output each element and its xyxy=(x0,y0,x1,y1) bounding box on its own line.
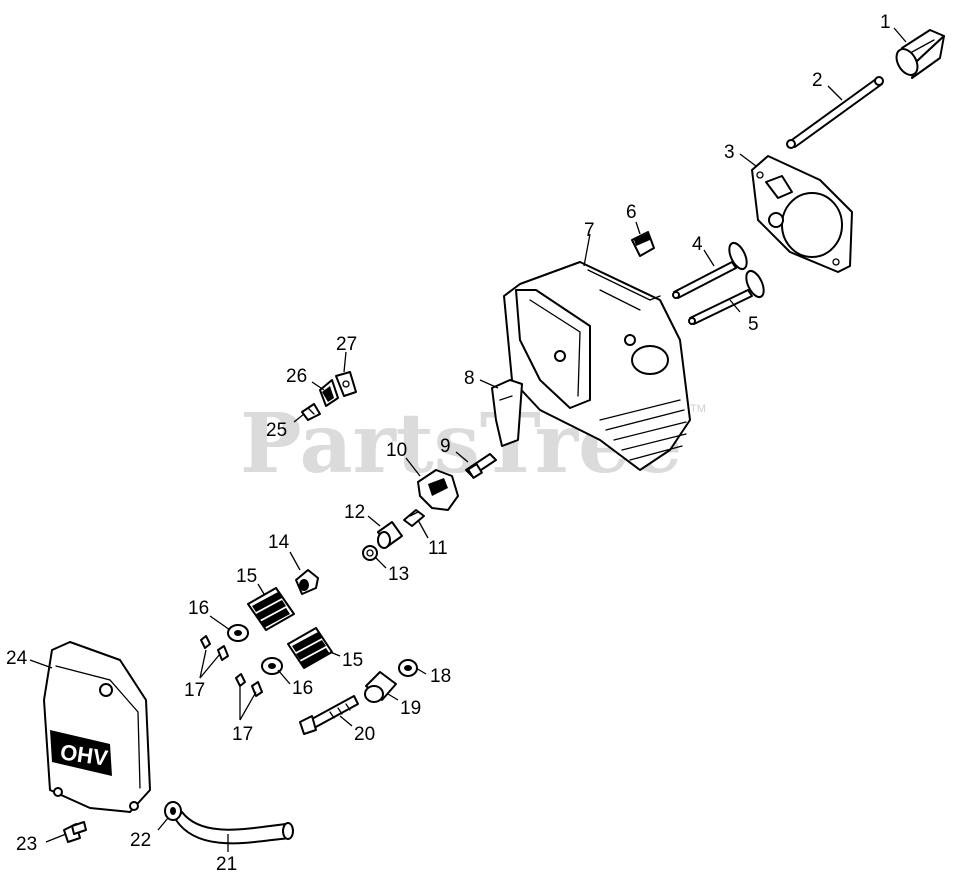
callout-4: 4 xyxy=(692,234,703,255)
part-2-push-rod[interactable] xyxy=(786,76,884,149)
callout-7: 7 xyxy=(584,220,595,241)
part-6-valve-seal[interactable] xyxy=(631,231,655,257)
part-17-valve-keeper[interactable] xyxy=(200,635,229,661)
part-11-pivot[interactable] xyxy=(403,509,425,527)
callout-13: 13 xyxy=(388,564,409,585)
callout-22: 22 xyxy=(130,830,151,851)
callout-2: 2 xyxy=(812,70,823,91)
callout-3: 3 xyxy=(724,142,735,163)
part-15-valve-spring[interactable] xyxy=(247,587,295,631)
callouts: 1 2 3 4 5 6 7 8 9 10 11 12 13 14 15 15 1… xyxy=(6,12,891,875)
part-27-clip[interactable] xyxy=(335,371,357,397)
callout-17-a: 17 xyxy=(184,680,205,701)
callout-12: 12 xyxy=(344,502,365,523)
callout-25: 25 xyxy=(266,420,287,441)
part-20-bolt[interactable] xyxy=(299,695,359,735)
callout-5: 5 xyxy=(748,314,759,335)
callout-15-b: 15 xyxy=(342,650,363,671)
part-16-spring-retainer-lower[interactable] xyxy=(261,657,283,675)
callout-16-a: 16 xyxy=(188,598,209,619)
callout-21: 21 xyxy=(216,854,237,875)
part-25-screw[interactable] xyxy=(301,403,321,421)
part-12-valve-cap[interactable] xyxy=(377,521,403,549)
callout-18: 18 xyxy=(430,666,451,687)
callout-1: 1 xyxy=(880,12,891,33)
part-13-valve-cap[interactable] xyxy=(362,545,378,561)
callout-9: 9 xyxy=(440,436,451,457)
part-15-valve-spring-lower[interactable] xyxy=(287,627,333,669)
part-5-valve[interactable] xyxy=(688,268,767,325)
part-23-screw[interactable] xyxy=(63,821,87,843)
callout-6: 6 xyxy=(626,202,637,223)
part-9-stud[interactable] xyxy=(465,453,497,479)
part-24-valve-cover[interactable] xyxy=(43,641,151,813)
part-1-sleeve[interactable] xyxy=(892,29,945,79)
callout-24: 24 xyxy=(6,648,28,669)
callout-16-b: 16 xyxy=(292,678,313,699)
callout-23: 23 xyxy=(16,834,37,855)
callout-15-a: 15 xyxy=(236,566,257,587)
callout-20: 20 xyxy=(354,724,375,745)
leader-lines xyxy=(29,27,907,852)
part-21-breather-hose[interactable] xyxy=(175,811,294,845)
callout-19: 19 xyxy=(400,698,421,719)
part-19-spacer[interactable] xyxy=(364,671,397,703)
callout-11: 11 xyxy=(428,538,448,559)
part-16-spring-retainer[interactable] xyxy=(227,624,249,642)
callout-27: 27 xyxy=(336,334,357,355)
part-4-valve[interactable] xyxy=(672,240,750,299)
part-26-bracket[interactable] xyxy=(319,379,339,407)
part-14-seal[interactable] xyxy=(295,569,319,595)
part-18-washer[interactable] xyxy=(398,659,418,677)
callout-14: 14 xyxy=(268,532,290,553)
callout-8: 8 xyxy=(464,368,475,389)
part-22-hose-clamp[interactable] xyxy=(164,801,182,821)
part-10-rocker-arm[interactable] xyxy=(417,469,459,511)
watermark-trademark: TM xyxy=(690,403,706,415)
callout-17-b: 17 xyxy=(232,724,253,745)
part-17-valve-keeper-lower[interactable] xyxy=(235,673,263,697)
part-3-head-gasket[interactable] xyxy=(751,155,853,273)
callout-26: 26 xyxy=(286,366,307,387)
callout-10: 10 xyxy=(386,440,407,461)
part-8-plate[interactable] xyxy=(491,379,523,447)
part-7-cylinder-head[interactable] xyxy=(503,261,691,471)
